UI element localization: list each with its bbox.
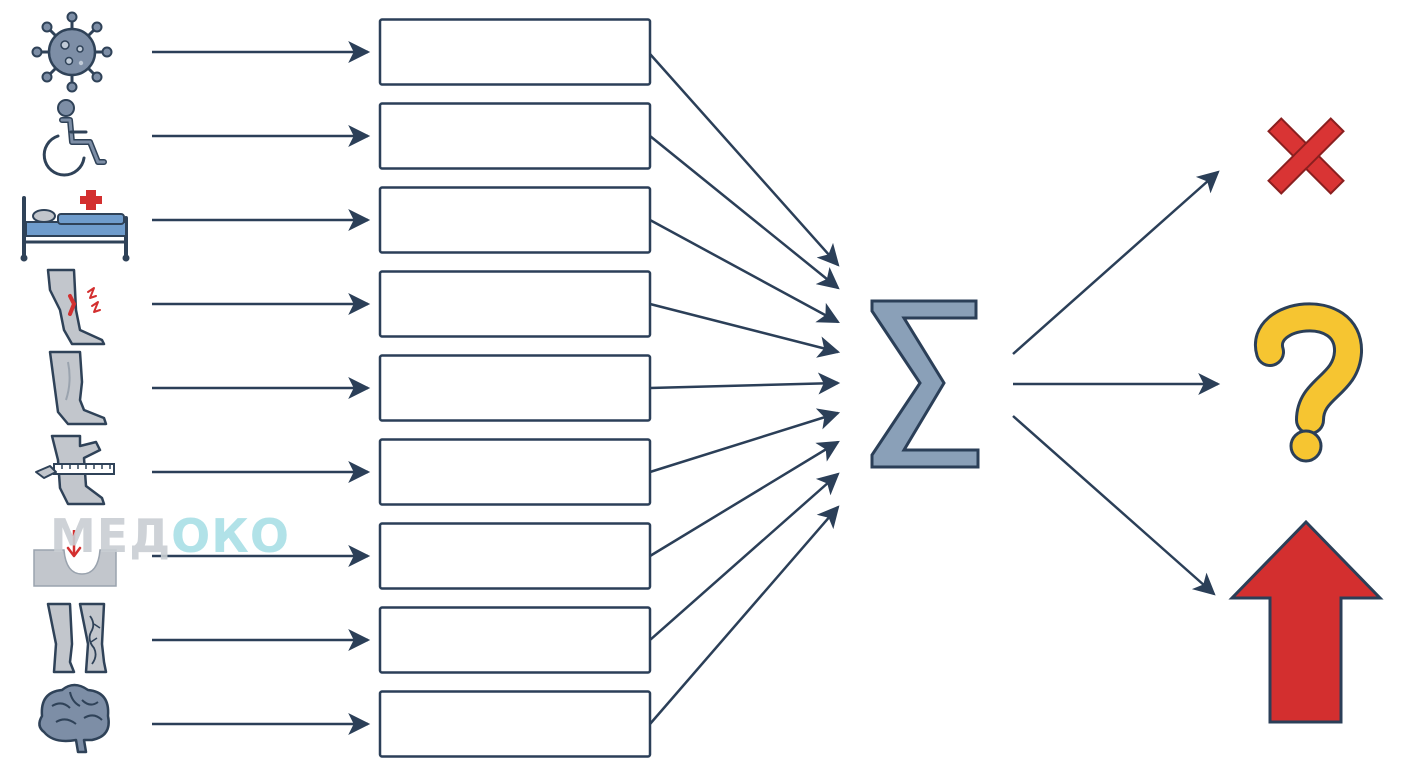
swollen-leg-icon (48, 350, 108, 426)
pitting-edema-icon (33, 530, 117, 587)
cross-icon (1267, 117, 1345, 195)
converging-arrow (649, 472, 840, 641)
factor-box (378, 438, 652, 506)
factor-box (378, 18, 652, 86)
converging-arrow (649, 372, 841, 395)
converging-arrow (649, 505, 840, 725)
converging-arrow (649, 218, 840, 324)
converging-arrows (649, 53, 841, 725)
converging-arrow (649, 302, 841, 358)
output-arrows (1012, 170, 1221, 596)
question-icon (1254, 302, 1363, 463)
factor-box (378, 690, 652, 758)
factor-box (378, 102, 652, 170)
output-arrow (1012, 170, 1220, 355)
hospital-bed-icon (20, 188, 130, 262)
converging-arrow (649, 440, 840, 558)
wheelchair-icon (42, 99, 107, 177)
up-arrow-icon (1228, 519, 1384, 724)
virus-icon (31, 11, 113, 93)
input-arrows (152, 41, 371, 735)
varicose-veins-icon (46, 602, 108, 674)
converging-arrow (649, 408, 841, 474)
output-arrow (1012, 415, 1216, 596)
converging-arrow (649, 135, 840, 290)
factor-box (378, 606, 652, 674)
factor-box (378, 270, 652, 338)
brain-icon (38, 683, 110, 754)
factor-box (378, 354, 652, 422)
converging-arrow (649, 53, 840, 267)
leg-pain-icon (46, 268, 106, 346)
input-icons (20, 11, 130, 754)
factor-boxes (378, 18, 652, 758)
leg-measure-icon (35, 434, 115, 506)
factor-box (378, 522, 652, 590)
factor-box (378, 186, 652, 254)
sigma-icon (870, 299, 980, 469)
